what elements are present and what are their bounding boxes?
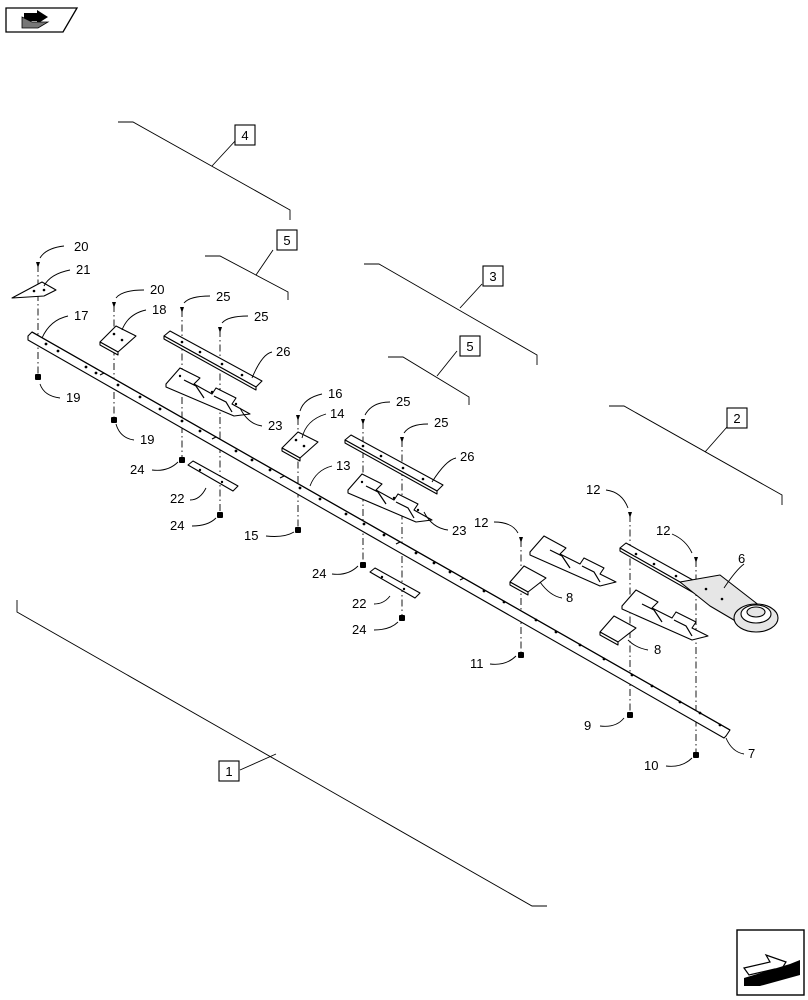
- plate-22-right: [369, 567, 421, 599]
- navigate-back-icon: [21, 10, 50, 29]
- label-19-left: 19: [66, 390, 80, 405]
- single-section-8-lower: [599, 615, 637, 646]
- knife-section-14: [281, 431, 319, 462]
- callout-box-5-left: 5: [276, 229, 298, 251]
- callout-box-2: 2: [726, 407, 748, 429]
- knife-bar-holes: [44, 342, 722, 727]
- label-13: 13: [336, 458, 350, 473]
- knife-section-21: [11, 281, 57, 299]
- label-12-right: 12: [656, 523, 670, 538]
- plate-26-right: [344, 434, 444, 495]
- triple-section-8-lower: [621, 589, 709, 641]
- triple-section-23-left: [165, 367, 251, 417]
- navigate-back-button[interactable]: [5, 7, 79, 33]
- assembly-bracket-2: [609, 405, 783, 505]
- label-25-d: 25: [434, 415, 448, 430]
- label-17: 17: [74, 308, 88, 323]
- label-19: 19: [140, 432, 154, 447]
- svg-text:4: 4: [241, 128, 248, 143]
- plate-22-left: [187, 460, 239, 492]
- svg-text:2: 2: [733, 411, 740, 426]
- knife-section-18: [99, 325, 137, 356]
- label-26-right: 26: [460, 449, 474, 464]
- label-22-left: 22: [170, 491, 184, 506]
- label-7: 7: [748, 746, 755, 761]
- label-22-right: 22: [352, 596, 366, 611]
- label-11: 11: [470, 656, 484, 671]
- triple-section-8-upper: [529, 535, 617, 587]
- label-20: 20: [150, 282, 164, 297]
- label-24-b: 24: [170, 518, 184, 533]
- callout-box-1: 1: [218, 760, 240, 782]
- assembly-bracket-4: [118, 121, 291, 220]
- label-26-left: 26: [276, 344, 290, 359]
- leader-lines: [39, 245, 745, 767]
- label-18: 18: [152, 302, 166, 317]
- assembly-bracket-5-right: [388, 350, 470, 405]
- label-24-c: 24: [312, 566, 326, 581]
- label-21: 21: [76, 262, 90, 277]
- knife-bar: [27, 331, 731, 739]
- triple-section-23-right: [347, 473, 433, 523]
- navigate-next-icon: [742, 953, 800, 986]
- label-25-b: 25: [254, 309, 268, 324]
- assembly-bracket-5-left: [205, 249, 289, 300]
- fasteners: [35, 262, 699, 758]
- label-20-top: 20: [74, 239, 88, 254]
- part-labels: 20 21 17 19 20 18 19 25 25 26 23 24 22 2…: [66, 239, 755, 773]
- label-9: 9: [584, 718, 591, 733]
- label-6: 6: [738, 551, 745, 566]
- assembly-bracket-1: [16, 600, 547, 907]
- label-25-a: 25: [216, 289, 230, 304]
- label-25-c: 25: [396, 394, 410, 409]
- label-24-a: 24: [130, 462, 144, 477]
- label-14: 14: [330, 406, 344, 421]
- svg-text:1: 1: [225, 764, 232, 779]
- assembly-centre-lines: [37, 265, 697, 755]
- single-section-8-upper: [509, 565, 547, 596]
- label-16: 16: [328, 386, 342, 401]
- callout-box-5-right: 5: [459, 335, 481, 357]
- label-8-lower: 8: [654, 642, 661, 657]
- label-10: 10: [644, 758, 658, 773]
- label-23-left: 23: [268, 418, 282, 433]
- label-8-upper: 8: [566, 590, 573, 605]
- navigate-next-button[interactable]: [736, 929, 805, 996]
- knife-head-6: [619, 542, 779, 633]
- label-15: 15: [244, 528, 258, 543]
- callout-box-3: 3: [482, 265, 504, 287]
- svg-text:3: 3: [489, 269, 496, 284]
- label-23-right: 23: [452, 523, 466, 538]
- label-12-mid: 12: [586, 482, 600, 497]
- label-24-d: 24: [352, 622, 366, 637]
- label-12-left: 12: [474, 515, 488, 530]
- svg-text:5: 5: [466, 339, 473, 354]
- plate-26-left: [163, 330, 263, 391]
- assembly-bracket-3: [364, 263, 538, 365]
- svg-text:5: 5: [283, 233, 290, 248]
- callout-box-4: 4: [234, 124, 256, 146]
